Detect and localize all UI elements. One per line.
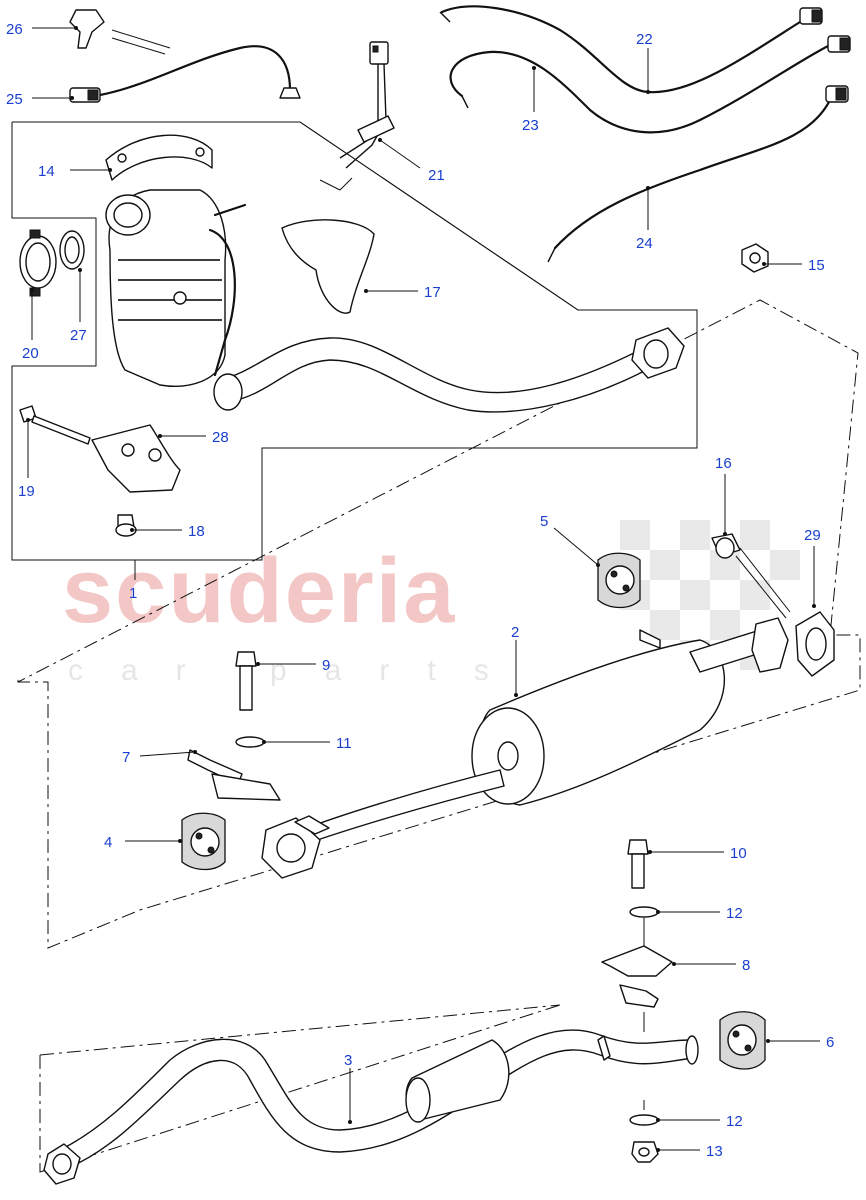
callout-20[interactable]: 20	[22, 345, 39, 362]
oxygen-sensor-harness-25	[98, 45, 292, 97]
gasket-27	[59, 230, 85, 270]
gasket-29	[795, 611, 835, 677]
callout-25[interactable]: 25	[6, 91, 23, 108]
callout-5[interactable]: 5	[540, 513, 548, 530]
temperature-sensor-harness-23	[449, 43, 832, 134]
callout-8[interactable]: 8	[742, 957, 750, 974]
bolt-19	[19, 405, 91, 445]
temperature-sensor-harness-24	[553, 98, 832, 250]
callout-9[interactable]: 9	[322, 657, 330, 674]
callout-28[interactable]: 28	[212, 429, 229, 446]
callout-3[interactable]: 3	[344, 1052, 352, 1069]
bolt-10	[627, 839, 649, 889]
frame-middle-section	[17, 299, 861, 949]
harness-clip-26	[69, 9, 105, 49]
callout-4[interactable]: 4	[104, 834, 112, 851]
callout-2[interactable]: 2	[511, 624, 519, 641]
rubber-mount-4	[181, 812, 226, 871]
washer-12-upper	[629, 906, 659, 918]
front-pipe	[219, 337, 651, 413]
washer-12-lower	[629, 1114, 659, 1126]
rear-silencer	[405, 1039, 510, 1123]
rubber-mount-5	[597, 552, 641, 609]
callout-leaders	[26, 26, 820, 1152]
watermark-tagline: car parts	[68, 654, 527, 687]
callout-12-lower[interactable]: 12	[726, 1113, 743, 1130]
sensor-harnesses	[69, 5, 851, 263]
frame-rear-top	[39, 1004, 561, 1056]
watermark-brand: scuderia	[62, 540, 456, 642]
bolt-9	[235, 651, 257, 711]
callout-24[interactable]: 24	[636, 235, 653, 252]
hanger-bracket-7	[187, 749, 281, 801]
callout-6[interactable]: 6	[826, 1034, 834, 1051]
rear-hanger-stub	[597, 1035, 611, 1061]
muffler-outlet-flange	[751, 617, 789, 673]
callout-26[interactable]: 26	[6, 21, 23, 38]
callout-15[interactable]: 15	[808, 257, 825, 274]
callout-19[interactable]: 19	[18, 483, 35, 500]
oxygen-sensor-probe-25	[279, 87, 301, 99]
callout-11[interactable]: 11	[336, 735, 352, 752]
mounting-bracket-28	[91, 424, 181, 493]
callout-14[interactable]: 14	[38, 163, 55, 180]
washer-11	[235, 736, 265, 748]
callout-16[interactable]: 16	[715, 455, 732, 472]
rear-pipe-3	[59, 1029, 695, 1169]
sensor-bracket-21	[339, 41, 395, 169]
callout-13[interactable]: 13	[706, 1143, 723, 1160]
callout-27[interactable]: 27	[70, 327, 87, 344]
bolt-18	[115, 514, 137, 537]
nut-13	[631, 1141, 659, 1163]
callout-21[interactable]: 21	[428, 167, 445, 184]
callout-7[interactable]: 7	[122, 749, 130, 766]
heat-shield-17	[281, 219, 375, 314]
nut-16	[711, 533, 741, 559]
callout-18[interactable]: 18	[188, 523, 205, 540]
tail-pipe-outlet	[685, 1035, 699, 1065]
hanger-bracket-8	[601, 945, 673, 1008]
frame-rear-section	[39, 1004, 561, 1173]
temperature-sensor-harness-22	[440, 5, 802, 94]
catalyst-assembly	[105, 134, 685, 413]
callout-22[interactable]: 22	[636, 31, 653, 48]
callout-12-upper[interactable]: 12	[726, 905, 743, 922]
rubber-mount-6	[719, 1011, 766, 1070]
frame-item-1	[11, 121, 698, 561]
callout-10[interactable]: 10	[730, 845, 747, 862]
heat-shield-14	[105, 134, 213, 181]
callout-17[interactable]: 17	[424, 284, 441, 301]
callout-labels: 1 2 3 4 5 6 7 8 9 10 11 12 12 13 14 15 1…	[6, 21, 834, 1160]
clamp-20	[19, 229, 57, 297]
rear-pipe-flange	[43, 1143, 81, 1185]
callout-29[interactable]: 29	[804, 527, 821, 544]
nut-15	[741, 243, 769, 273]
callout-1[interactable]: 1	[129, 585, 137, 602]
callout-23[interactable]: 23	[522, 117, 539, 134]
